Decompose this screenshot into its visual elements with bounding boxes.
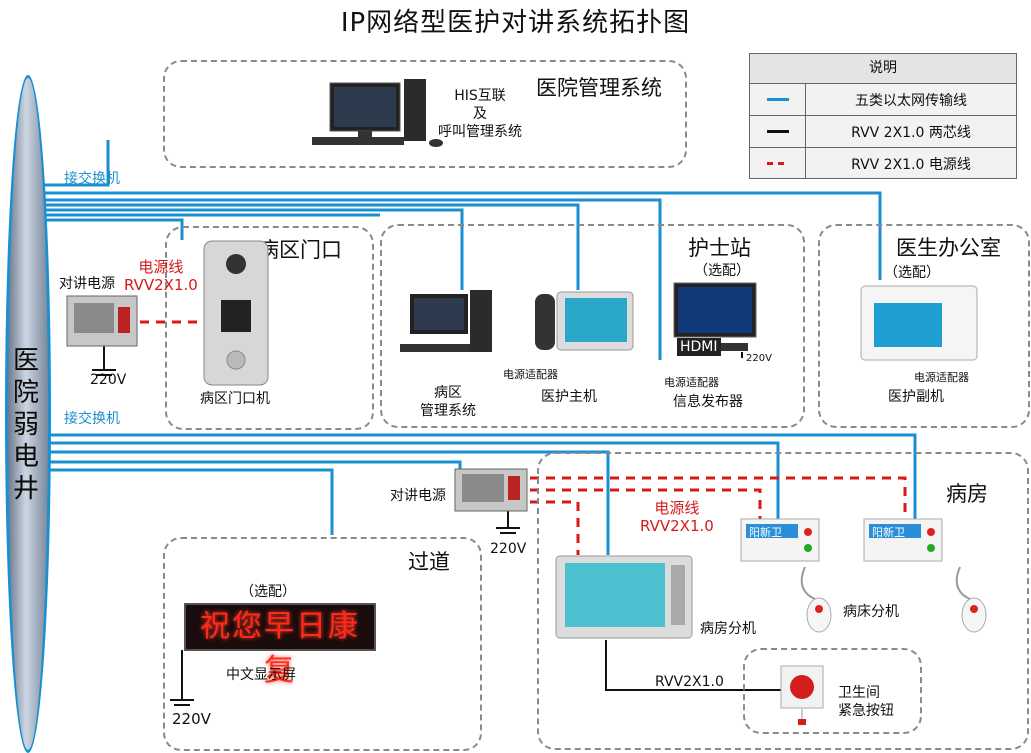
ward-pc-label: 病区 管理系统: [420, 384, 476, 420]
page-title: IP网络型医护对讲系统拓扑图: [340, 8, 691, 38]
zone-doctor-office: [818, 224, 1030, 428]
zone-his: [163, 60, 687, 168]
gate-voltage: 220V: [90, 372, 127, 388]
weak-current-well: [5, 75, 51, 753]
bed-brand-1: 阳新卫: [749, 526, 782, 539]
his-computer-icon: [312, 79, 443, 147]
nurse-adapter-2: 电源适配器: [664, 376, 719, 389]
rvv-lines: [92, 345, 785, 706]
his-line-1: HIS互联: [454, 88, 506, 104]
gate-power-label: 对讲电源: [59, 276, 115, 292]
nurse-adapter-1: 电源适配器: [503, 368, 558, 381]
ward-gate-terminal-icon: [203, 240, 269, 386]
his-device-label: HIS互联 及 呼叫管理系统: [425, 87, 535, 141]
ethernet-swatch: [766, 98, 789, 101]
bed-terminal-icon-2: [863, 518, 943, 562]
legend-row: 五类以太网传输线: [750, 84, 1016, 116]
bed-handset-icon: [800, 566, 832, 633]
pc-line-1: 病区: [434, 385, 462, 401]
rvv-swatch: [766, 130, 789, 133]
corridor-voltage: 220V: [172, 710, 211, 728]
led-device-label: 中文显示屏: [226, 667, 296, 683]
doctor-terminal-icon: [860, 285, 978, 361]
zone-nurse-title: 护士站: [688, 236, 751, 260]
hdmi-label: HDMI: [677, 338, 721, 356]
zone-ward-title: 病房: [946, 482, 988, 506]
ward-cable-line-2: RVV2X1.0: [640, 517, 714, 535]
gate-power-cable: 电源线 RVV2X1.0: [124, 258, 198, 294]
doctor-adapter: 电源适配器: [914, 371, 969, 384]
legend-row: RVV 2X1.0 电源线: [750, 148, 1016, 179]
ward-power-cable: 电源线 RVV2X1.0: [640, 499, 714, 535]
rvv-cable-label: RVV2X1.0: [655, 674, 724, 690]
doctor-optional: （选配）: [884, 265, 940, 281]
zone-ward-gate-title: 病区门口: [258, 238, 342, 262]
nurse-host-icon: [535, 291, 634, 351]
legend-row: RVV 2X1.0 两芯线: [750, 116, 1016, 148]
zone-ward: [537, 452, 1029, 750]
legend-label: 五类以太网传输线: [855, 92, 967, 109]
ward-management-pc-icon: [400, 290, 492, 352]
doctor-device-label: 医护副机: [888, 389, 944, 405]
zone-corridor: [163, 537, 482, 751]
ward-voltage: 220V: [490, 541, 527, 557]
bed-brand-2: 阳新卫: [872, 526, 905, 539]
gate-cable-line-1: 电源线: [138, 258, 184, 276]
gate-power-box-icon: [66, 295, 138, 347]
legend-header: 说明: [750, 54, 1016, 84]
legend: 说明 五类以太网传输线 RVV 2X1.0 两芯线 RVV 2X1.0 电源线: [749, 53, 1017, 179]
zone-bathroom: [743, 648, 922, 734]
publisher-label: 信息发布器: [673, 394, 743, 410]
gate-device-label: 病区门口机: [200, 391, 270, 407]
switch-label-top: 接交换机: [64, 171, 120, 187]
weak-current-well-label: 医院弱电井: [12, 346, 39, 504]
bed-terminal-icon: [740, 518, 820, 562]
nurse-optional: （选配）: [694, 263, 750, 279]
zone-nurse-station: [380, 224, 805, 428]
nurse-host-label: 医护主机: [541, 389, 597, 405]
power-swatch: [766, 162, 789, 165]
legend-label: RVV 2X1.0 电源线: [851, 156, 971, 173]
his-line-2: 及: [473, 106, 487, 122]
room-terminal-label: 病房分机: [700, 621, 756, 637]
nurse-voltage: 220V: [746, 353, 772, 364]
emergency-line-2: 紧急按钮: [838, 703, 894, 719]
emergency-line-1: 卫生间: [838, 685, 880, 701]
led-display: 祝您早日康复: [184, 603, 376, 688]
ward-cable-line-1: 电源线: [654, 499, 700, 517]
room-terminal-icon: [555, 555, 693, 639]
zone-his-title: 医院管理系统: [536, 76, 662, 100]
switch-label-mid: 接交换机: [64, 411, 120, 427]
gate-cable-line-2: RVV2X1.0: [124, 276, 198, 294]
ward-power-label: 对讲电源: [390, 488, 446, 504]
bed-terminal-label: 病床分机: [843, 604, 899, 620]
zone-corridor-title: 过道: [408, 550, 450, 574]
corridor-optional: （选配）: [240, 584, 296, 600]
legend-label: RVV 2X1.0 两芯线: [851, 124, 971, 141]
power-lines: [140, 320, 907, 555]
zone-ward-gate: [165, 226, 374, 430]
emergency-button-label: 卫生间 紧急按钮: [838, 684, 894, 720]
bed-handset-icon-2: [955, 566, 987, 633]
emergency-button-icon: [780, 665, 824, 725]
his-line-3: 呼叫管理系统: [438, 124, 522, 140]
zone-doctor-title: 医生办公室: [896, 236, 1001, 260]
pc-line-2: 管理系统: [420, 403, 476, 419]
ward-power-box-icon: [454, 468, 528, 512]
